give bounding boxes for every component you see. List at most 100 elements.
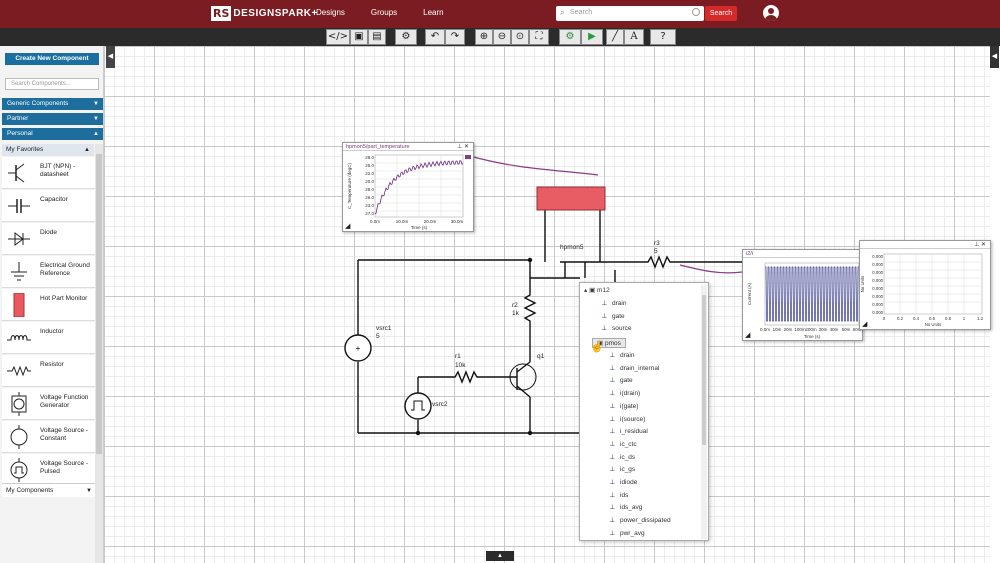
tree-node-m12[interactable]: ▴ ▣ m12: [584, 286, 610, 296]
probe-signal-item[interactable]: ⟂drain_internal: [610, 364, 659, 374]
waveform-icon: ⟂: [610, 364, 615, 372]
temperature-plot-panel[interactable]: hpmon5/part_temperature⊥ ✕ 28.0 25.0 22.…: [342, 142, 474, 232]
category-partner[interactable]: Partner▼: [2, 113, 103, 125]
fit-screen-icon[interactable]: ⛶: [529, 29, 549, 45]
probe-signal-item[interactable]: ⟂pwr_avg: [610, 529, 645, 539]
component-voltage-source-pulsed[interactable]: Voltage Source - Pulsed: [2, 454, 95, 486]
resize-handle-icon[interactable]: ◢: [345, 223, 351, 230]
current-plot-panel[interactable]: i2/i 0.0m 10m 20m 100m 200m 30m 40m 50m …: [742, 249, 863, 341]
y-tick: 23.0: [365, 203, 374, 208]
component-ground[interactable]: Electrical Ground Reference: [2, 256, 95, 288]
undo-icon[interactable]: ↶: [425, 29, 445, 45]
probe-signal-item[interactable]: ⟂drain: [610, 351, 634, 361]
favorites-header[interactable]: My Favorites▲: [2, 144, 94, 156]
settings-icon[interactable]: ⚙: [395, 29, 417, 45]
pin-close-icons[interactable]: ⊥ ✕: [457, 144, 469, 150]
resize-handle-icon[interactable]: ◢: [745, 332, 751, 339]
save-as-icon[interactable]: ▤: [368, 29, 386, 45]
wire-icon[interactable]: ╱: [606, 29, 624, 45]
zoom-fit-icon[interactable]: ⊙: [511, 29, 529, 45]
dropdown-scrollbar[interactable]: [701, 285, 707, 539]
category-label: Generic Components: [7, 100, 69, 107]
component-diode[interactable]: Diode: [2, 223, 95, 255]
bjt-npn-icon: [8, 163, 25, 183]
create-component-button[interactable]: Create New Component: [5, 53, 99, 65]
probe-signal-item[interactable]: ⟂ids_avg: [610, 503, 642, 513]
component-inductor[interactable]: Inductor: [2, 322, 95, 354]
probe-signal-item[interactable]: ⟂source: [602, 324, 632, 334]
collapse-sidebar-button[interactable]: ◀: [106, 46, 115, 68]
text-icon[interactable]: A: [624, 29, 644, 45]
nav-learn[interactable]: Learn: [423, 8, 444, 17]
simulation-settings-icon[interactable]: ⚙: [559, 29, 581, 45]
probe-signal-item[interactable]: ⟂i(drain): [610, 389, 640, 399]
user-avatar-icon[interactable]: [763, 5, 779, 21]
help-icon[interactable]: ?: [650, 29, 676, 45]
expand-right-panel-button[interactable]: ◀: [990, 46, 999, 68]
component-capacitor[interactable]: Capacitor: [2, 190, 95, 222]
waveform-icon: ⟂: [610, 466, 615, 474]
x-axis-label: Time (s): [804, 334, 821, 339]
probe-signal-label: ic_gs: [620, 466, 636, 474]
redo-icon[interactable]: ↷: [445, 29, 465, 45]
zoom-out-icon[interactable]: ⊖: [493, 29, 511, 45]
run-icon[interactable]: ▶: [581, 29, 603, 45]
component-hot-part-monitor[interactable]: Hot Part Monitor: [2, 289, 95, 321]
sidebar-scrollbar[interactable]: [95, 144, 103, 563]
logo-rs: RS: [211, 6, 232, 21]
search-placeholder: Search: [570, 9, 593, 16]
probe-signal-item[interactable]: ⟂drain: [602, 299, 626, 309]
q1-label: q1: [537, 353, 545, 360]
probe-signal-item[interactable]: ⟂gate: [602, 312, 625, 322]
expand-bottom-panel-button[interactable]: ▲: [486, 551, 514, 561]
x-tick: 0.4: [913, 316, 920, 321]
designspark-logo[interactable]: RS DESIGNSPARK+: [211, 6, 318, 21]
probe-signal-item[interactable]: ⟂idiode: [610, 478, 637, 488]
component-voltage-function-generator[interactable]: Voltage Function Generator: [2, 388, 95, 420]
nav-groups[interactable]: Groups: [370, 8, 398, 17]
x-tick: 50m: [842, 327, 851, 332]
probe-signal-dropdown[interactable]: ▴ ▣ m12 ▣ pmos ⟂drain⟂gate⟂source⟂drain⟂…: [579, 282, 709, 541]
nav-designs[interactable]: Designs: [316, 8, 345, 17]
component-label: BJT (NPN) - datasheet: [40, 163, 76, 178]
my-components-section[interactable]: My Components▼: [2, 483, 96, 497]
logo-text: DESIGNSPARK+: [233, 8, 318, 19]
pin-close-icons[interactable]: ⊥ ✕: [974, 242, 986, 248]
empty-plot-panel[interactable]: ⊥ ✕ 0.000 0.000 0.000 0.000 0.000 0.000 …: [859, 240, 991, 330]
clear-search-icon[interactable]: [692, 8, 700, 16]
save-icon[interactable]: ▣: [350, 29, 368, 45]
probe-signal-item[interactable]: ⟂power_dissipated: [610, 516, 671, 526]
y-tick: 20.0: [365, 179, 374, 184]
probe-signal-item[interactable]: ⟂i(gate): [610, 402, 638, 412]
probe-signal-item[interactable]: ⟂ids: [610, 491, 628, 501]
probe-signal-label: ic_ds: [620, 453, 636, 461]
search-button[interactable]: Search: [705, 6, 737, 21]
tree-node-pmos[interactable]: ▣ pmos: [592, 338, 626, 348]
zoom-in-icon[interactable]: ⊕: [475, 29, 493, 45]
probe-signal-item[interactable]: ⟂ ic_gs: [610, 465, 635, 475]
probe-signal-item[interactable]: ⟂i(source): [610, 415, 645, 425]
x-tick: 1: [963, 316, 966, 321]
x-tick: 10.0m: [396, 219, 409, 224]
probe-signal-item[interactable]: ⟂ic_ds: [610, 453, 635, 463]
probe-signal-item[interactable]: ⟂i_residual: [610, 427, 648, 437]
temperature-plot-title: hpmon5/part_temperature⊥ ✕: [343, 143, 473, 151]
dropdown-scroll-thumb[interactable]: [702, 295, 706, 445]
folder-icon: ▣: [589, 287, 596, 294]
probe-signal-item[interactable]: ⟂gate: [610, 376, 633, 386]
category-generic-components[interactable]: Generic Components▼: [2, 98, 103, 110]
probe-signal-label: drain: [620, 352, 635, 359]
component-bjt-npn[interactable]: BJT (NPN) - datasheet: [2, 157, 95, 189]
sidebar-scroll-thumb[interactable]: [96, 154, 102, 454]
component-resistor[interactable]: Resistor: [2, 355, 95, 387]
resize-handle-icon[interactable]: ◢: [862, 321, 868, 328]
probe-signal-item[interactable]: ⟂ic_ctc: [610, 440, 637, 450]
waveform-icon: ⟂: [602, 312, 607, 320]
code-view-icon[interactable]: </>: [326, 29, 350, 45]
search-input[interactable]: ⌕ Search: [556, 6, 704, 21]
category-personal[interactable]: Personal▲: [2, 128, 103, 140]
component-search-input[interactable]: Search Components...: [5, 78, 99, 90]
component-voltage-source-constant[interactable]: Voltage Source - Constant: [2, 421, 95, 453]
y-tick: 27.0: [365, 211, 374, 216]
collapse-arrow-icon[interactable]: ▴: [584, 287, 588, 294]
